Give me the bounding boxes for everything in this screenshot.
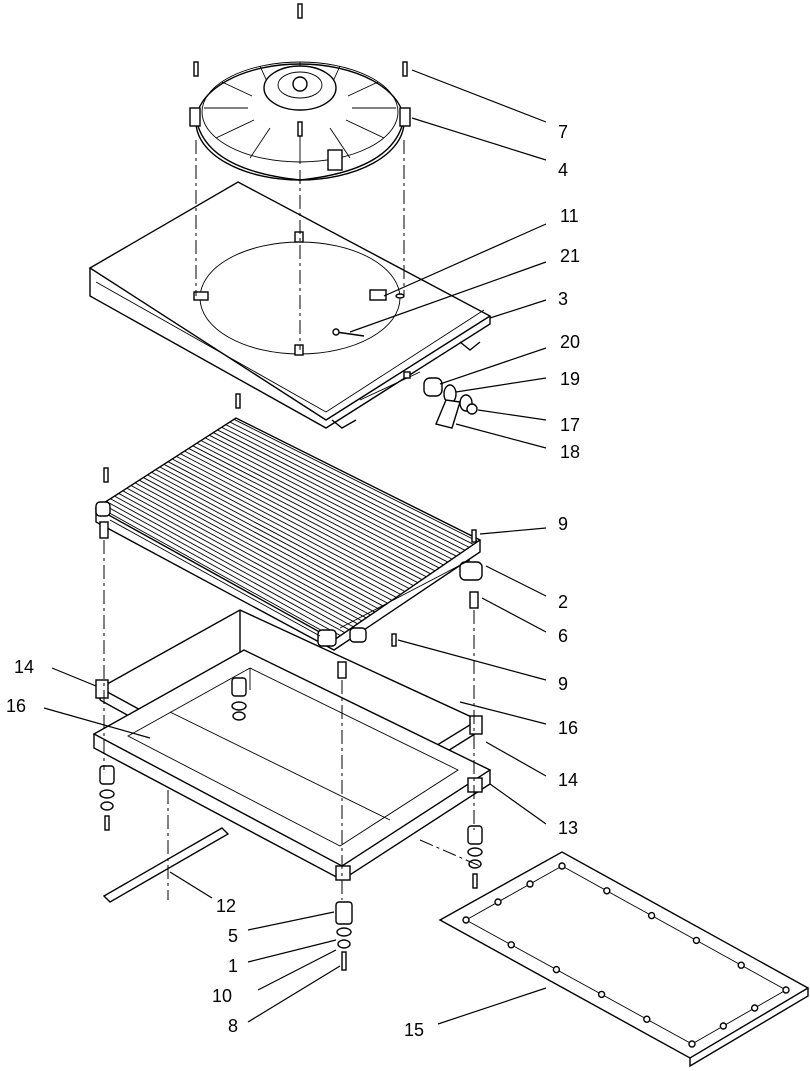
seal-strip xyxy=(102,827,230,903)
callout-21: 21 xyxy=(560,246,580,266)
callout-9-lower: 9 xyxy=(558,674,568,694)
radiator-fin xyxy=(147,474,388,604)
radiator-fin xyxy=(192,445,436,572)
radiator-fin xyxy=(196,442,440,569)
callout-14-right: 14 xyxy=(558,770,578,790)
radiator-fin xyxy=(122,490,363,622)
radiator-screws xyxy=(99,393,479,679)
callout-9-upper: 9 xyxy=(558,514,568,534)
callout-7: 7 xyxy=(558,122,568,142)
fan-assembly xyxy=(189,61,411,181)
gasket-hole xyxy=(719,1022,728,1030)
radiator-fin xyxy=(217,429,461,554)
callout-14-left: 14 xyxy=(14,657,34,677)
callout-numbers: 7 4 11 21 3 20 19 17 18 9 2 6 9 14 16 16… xyxy=(6,122,580,1040)
radiator-fin xyxy=(114,495,354,628)
gasket-hole xyxy=(750,1004,759,1012)
radiator-fin xyxy=(225,424,470,548)
radiator-fin xyxy=(126,487,367,619)
gasket-hole xyxy=(552,965,561,974)
radiator-fin xyxy=(106,500,345,634)
callout-18: 18 xyxy=(560,442,580,462)
gasket-hole xyxy=(643,1015,651,1023)
callout-8: 8 xyxy=(228,1016,238,1036)
callout-5: 5 xyxy=(228,926,238,946)
callout-12: 12 xyxy=(216,896,236,916)
radiator-fin xyxy=(229,421,474,545)
radiator-fin xyxy=(221,426,466,551)
radiator-fin xyxy=(101,503,341,636)
radiator-fin xyxy=(171,458,414,586)
radiator-fin xyxy=(188,448,431,575)
radiator-fin xyxy=(204,437,448,563)
radiator-core xyxy=(94,417,483,651)
mounts xyxy=(99,677,483,971)
radiator-fin xyxy=(118,493,358,625)
radiator-fin xyxy=(209,434,453,560)
callout-13: 13 xyxy=(558,818,578,838)
radiator-fins xyxy=(97,418,479,639)
latch-hardware xyxy=(423,377,478,429)
radiator-fin xyxy=(184,450,427,578)
radiator-fin xyxy=(130,485,371,616)
callout-leaders xyxy=(43,69,547,1025)
radiator-fin xyxy=(213,432,457,557)
callout-11: 11 xyxy=(560,206,579,226)
radiator-fin xyxy=(155,469,397,598)
alignment-lines xyxy=(103,140,481,900)
radiator-fin xyxy=(159,466,401,595)
callout-10: 10 xyxy=(212,986,232,1006)
tray xyxy=(92,649,492,881)
radiator-fin xyxy=(151,471,393,601)
radiator-fin xyxy=(167,461,410,589)
callout-6: 6 xyxy=(558,626,568,646)
callout-17: 17 xyxy=(560,415,580,435)
gasket-hole xyxy=(647,911,656,920)
gasket-hole xyxy=(737,961,745,969)
radiator-fin xyxy=(97,506,337,639)
gasket-hole xyxy=(597,990,606,999)
callout-19: 19 xyxy=(560,369,580,389)
callout-16-right: 16 xyxy=(558,718,578,738)
gasket-hole xyxy=(782,986,790,994)
callout-16-left: 16 xyxy=(6,696,26,716)
callout-1: 1 xyxy=(228,956,238,976)
radiator-fin xyxy=(233,418,479,542)
radiator-fin xyxy=(180,453,423,581)
gasket-hole xyxy=(558,862,566,870)
radiator-fin xyxy=(134,482,376,613)
gasket xyxy=(438,851,810,1068)
gasket-hole xyxy=(507,941,515,949)
callout-4: 4 xyxy=(558,160,568,180)
radiator-fin xyxy=(143,477,384,607)
radiator-fin xyxy=(163,463,406,592)
gasket-hole xyxy=(688,1040,696,1048)
gasket-hole xyxy=(603,887,611,895)
radiator-fin xyxy=(110,498,350,631)
callout-15: 15 xyxy=(404,1020,424,1040)
gasket-holes xyxy=(462,862,790,1048)
gasket-hole xyxy=(494,898,502,906)
shroud xyxy=(88,181,492,429)
gasket-hole xyxy=(692,936,701,945)
gasket-hole xyxy=(526,880,534,888)
radiator-fin xyxy=(139,479,380,610)
gasket-hole xyxy=(462,916,470,924)
radiator-fin xyxy=(200,440,444,566)
callout-20: 20 xyxy=(560,332,580,352)
callout-2: 2 xyxy=(558,592,568,612)
callout-3: 3 xyxy=(558,289,568,309)
fan-screws xyxy=(193,3,408,137)
radiator-fin xyxy=(176,455,418,584)
